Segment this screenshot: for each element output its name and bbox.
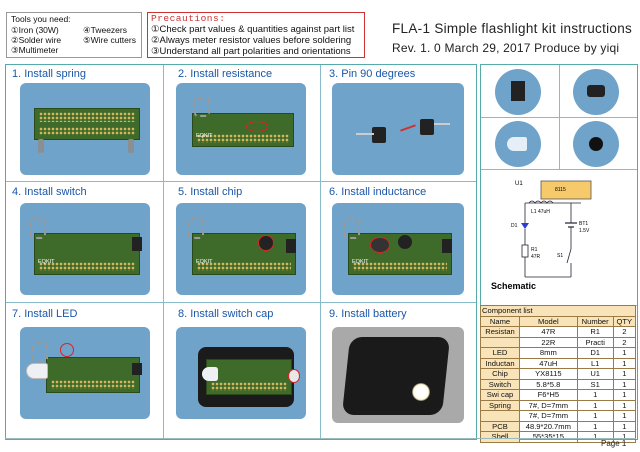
board-label: EQKIT [196, 259, 213, 265]
step-7-title: 7. Install LED [12, 308, 78, 320]
sch-l1: L1 47uH [531, 209, 550, 215]
sch-s1: S1 [557, 253, 563, 259]
precaution-line: ①Check part values & quantities against … [151, 24, 355, 35]
step-2-photo: EQKIT [176, 83, 306, 175]
step-1-title: 1. Install spring [12, 68, 86, 80]
step-4-photo: EQKIT [20, 203, 150, 295]
col-header: QTY [612, 315, 637, 327]
sch-bt1: BT1 [579, 221, 588, 227]
pcb-board [192, 233, 296, 275]
tools-heading: Tools you need: [11, 14, 71, 24]
highlight-ring [246, 121, 268, 132]
pcb-board [34, 108, 140, 140]
step-5-title: 5. Install chip [178, 186, 243, 198]
sch-u1: U1 [515, 181, 523, 187]
schematic-label: Schematic [491, 281, 536, 291]
step-6-title: 6. Install inductance [329, 186, 427, 198]
col-header: Number [576, 315, 614, 327]
page-number: Page 1 [601, 439, 627, 448]
footer-rule [5, 438, 636, 439]
highlight-ring [60, 343, 74, 357]
sch-d1: D1 [511, 223, 518, 229]
pcb-board [206, 359, 292, 395]
col-header: Name [480, 315, 520, 327]
doc-revision: Rev. 1. 0 March 29, 2017 Produce by yiqi [392, 41, 620, 55]
pcb-board [34, 233, 140, 275]
precautions-box: Precautions: ①Check part values & quanti… [147, 12, 365, 58]
closeup-photo [573, 69, 619, 115]
pcb-board [192, 113, 294, 147]
highlight-ring [370, 237, 390, 253]
sch-r1: R1 [531, 247, 538, 253]
col-header: Model [518, 315, 578, 327]
spring [194, 97, 210, 117]
step-3-photo [332, 83, 464, 175]
tools-box: Tools you need: ①Iron (30W) ④Tweezers ②S… [6, 12, 142, 58]
step-9-photo [332, 327, 464, 423]
board-label: EQKIT [38, 259, 55, 265]
board-label: EQKIT [196, 133, 213, 139]
highlight-ring [258, 235, 274, 251]
step-8-title: 8. Install switch cap [178, 308, 274, 320]
doc-title: FLA-1 Simple flashlight kit instructions [392, 21, 633, 36]
board-label: EQKIT [352, 259, 369, 265]
precautions-heading: Precautions: [151, 13, 226, 24]
step-9-title: 9. Install battery [329, 308, 407, 320]
step-4-title: 4. Install switch [12, 186, 87, 198]
step-8-photo [176, 327, 306, 419]
precaution-line: ②Always meter resistor values before sol… [151, 35, 352, 46]
tool-item: ②Solder wire [11, 35, 62, 45]
highlight-ring [288, 369, 300, 383]
sch-bt1-v: 1.5V [579, 228, 590, 234]
step-6-photo: EQKIT [332, 203, 464, 295]
steps-grid: 1. Install spring 2. Install resistance … [5, 64, 477, 440]
led-light [412, 383, 430, 401]
pcb-board [46, 357, 140, 393]
closeup-photo [495, 121, 541, 167]
tool-item: ⑤Wire cutters [83, 35, 136, 45]
step-3-title: 3. Pin 90 degrees [329, 68, 416, 80]
step-7-photo [20, 327, 150, 419]
component-table: Component list Name Model Number QTY Res… [480, 305, 637, 443]
sch-chip: 8115 [555, 187, 566, 193]
step-1-photo [20, 83, 150, 175]
sch-r1-v: 47R [531, 254, 541, 260]
tool-item: ③Multimeter [11, 45, 59, 55]
schematic-diagram: U1 8115 L1 47uH D1 BT1 1.5V R1 47R S1 Sc… [491, 180, 592, 291]
step-5-photo: EQKIT [176, 203, 306, 295]
right-panel: U1 8115 L1 47uH D1 BT1 1.5V R1 47R S1 Sc… [480, 64, 638, 440]
tool-item: ①Iron (30W) [11, 25, 59, 35]
component-caption: Component list [480, 305, 636, 317]
closeup-photo [573, 121, 619, 167]
closeup-photo [495, 69, 541, 115]
precaution-line: ③Understand all part polarities and orie… [151, 46, 351, 57]
step-2-title: 2. Install resistance [178, 68, 273, 80]
tool-item: ④Tweezers [83, 25, 127, 35]
